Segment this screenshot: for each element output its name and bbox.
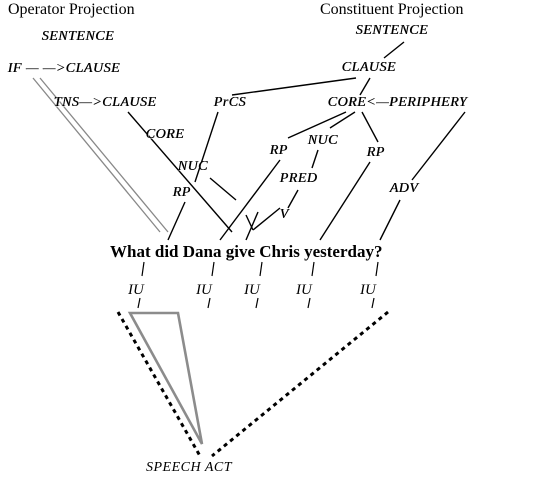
v-word-line	[245, 211, 259, 241]
v-bracket-right	[252, 207, 281, 231]
iu-tick-3	[259, 261, 263, 277]
core-rp-left-line	[287, 111, 347, 139]
v-bracket-left	[245, 214, 254, 231]
iu-tick-5	[375, 261, 379, 277]
speech-act-gray-triangle	[127, 311, 204, 445]
iu-tick-4	[311, 261, 315, 277]
adv-word-line	[379, 199, 401, 241]
v-node: V	[280, 207, 290, 222]
example-sentence: What did Dana give Chris yesterday?	[110, 242, 383, 261]
information-unit-4: IU	[296, 282, 312, 298]
operator-nuc-node: NUC	[178, 159, 209, 174]
constituent-nuc-node: NUC	[308, 133, 339, 148]
sentence-clause-line	[383, 41, 405, 59]
iu-tick-2	[211, 261, 215, 277]
clause-core-line	[359, 77, 371, 96]
prcs-rp-line	[194, 111, 219, 183]
information-unit-3: IU	[244, 282, 260, 298]
core-nuc-line	[329, 111, 356, 129]
information-unit-2: IU	[196, 282, 212, 298]
nuc-pred-line	[311, 149, 319, 169]
clause-prcs-line	[231, 77, 357, 96]
speech-act-dotted-left	[116, 311, 202, 457]
constituent-projection-heading: Constituent Projection	[320, 1, 464, 18]
iu-tick-3b	[255, 297, 259, 309]
op-gray-line-2	[39, 77, 169, 233]
iu-tick-2b	[207, 297, 211, 309]
op-nuc-v-line	[209, 177, 237, 201]
op-tns-core-line	[127, 111, 233, 233]
rp-left-node: RP	[270, 143, 289, 158]
operator-tns-clause-node: TNS—>CLAUSE	[54, 95, 157, 110]
iu-tick-5b	[371, 297, 375, 309]
operator-projection-heading: Operator Projection	[8, 1, 135, 18]
iu-tick-1b	[137, 297, 141, 309]
iu-tick-4b	[307, 297, 311, 309]
op-gray-line-1	[32, 77, 161, 233]
rp-op-word-line	[167, 201, 186, 241]
pred-v-line	[287, 189, 299, 209]
iu-tick-1	[141, 261, 145, 277]
core-periphery-node: CORE<—PERIPHERY	[328, 95, 468, 110]
rp-left-word-line	[219, 159, 281, 241]
operator-sentence-node: SENTENCE	[42, 29, 115, 44]
constituent-sentence-node: SENTENCE	[356, 23, 429, 38]
adv-node: ADV	[390, 181, 419, 196]
speech-act-dotted-right	[211, 310, 389, 458]
operator-core-node: CORE	[146, 127, 185, 142]
prcs-node: PrCS	[214, 95, 247, 110]
rp-right-node: RP	[367, 145, 386, 160]
information-unit-5: IU	[360, 282, 376, 298]
pred-node: PRED	[280, 171, 318, 186]
constituent-clause-node: CLAUSE	[342, 60, 397, 75]
speech-act-label: SPEECH ACT	[146, 460, 233, 475]
rp-right-word-line	[319, 161, 371, 241]
information-unit-1: IU	[128, 282, 144, 298]
rp-operator-node: RP	[173, 185, 192, 200]
operator-if-clause-node: IF — —>CLAUSE	[8, 61, 121, 76]
periphery-adv-line	[411, 111, 466, 181]
core-rp-right-line	[361, 111, 379, 143]
